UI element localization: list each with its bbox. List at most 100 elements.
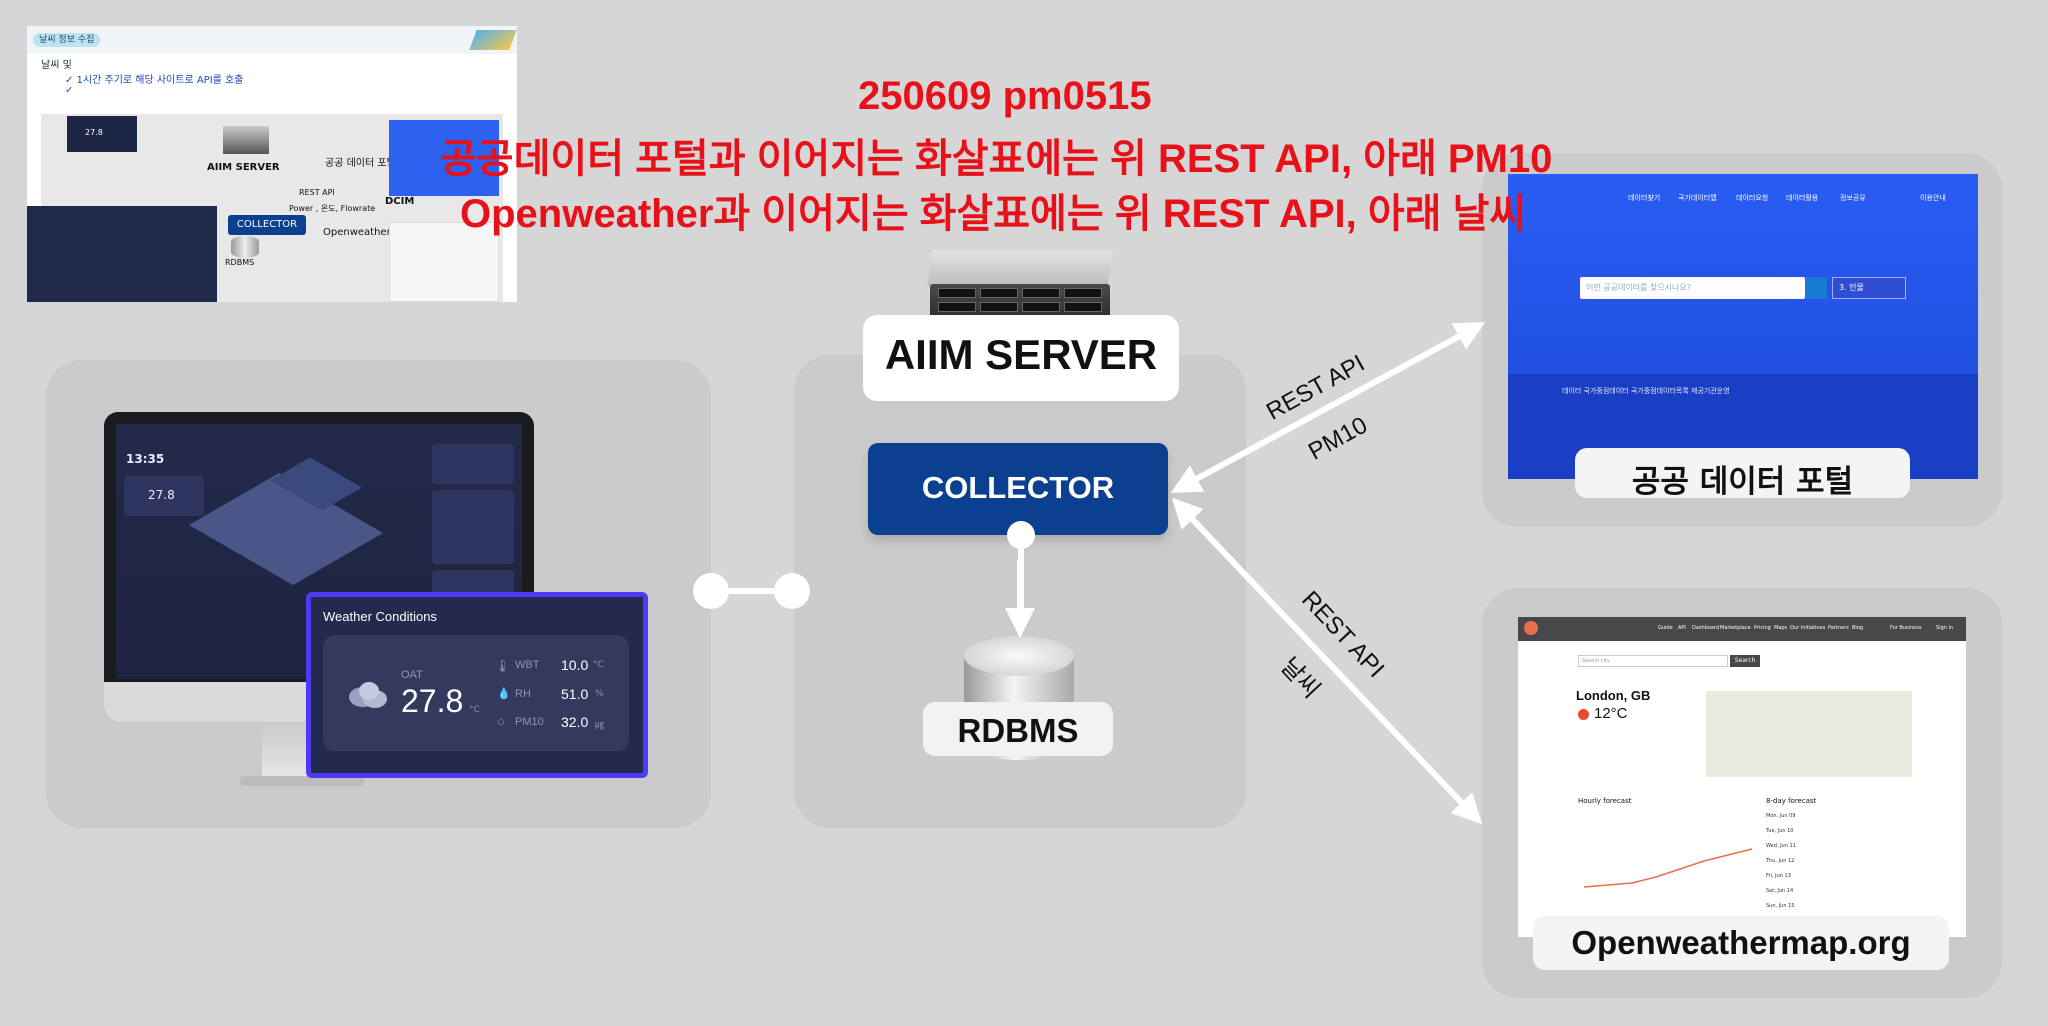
- cloud-icon: [349, 682, 387, 708]
- ow-map: [1706, 691, 1912, 777]
- openweather-label: Openweathermap.org: [1571, 924, 1911, 961]
- portal-search-input: 어떤 공공데이터를 찾으시나요?: [1580, 277, 1805, 299]
- weather-card-title: Weather Conditions: [323, 609, 437, 624]
- collector-portal-arrow: [1170, 322, 1486, 493]
- db-label-box: RDBMS: [923, 702, 1113, 756]
- pm10-unit: ㎍: [595, 720, 605, 730]
- ow-nav-item: Dashboard: [1692, 625, 1720, 631]
- connector-dot-right: [774, 573, 810, 609]
- pm10-label: PM10: [515, 716, 544, 728]
- thumbnail-dcim: DCIM: [385, 196, 415, 207]
- openweather-logo-icon: [1524, 621, 1538, 635]
- portal-screenshot: 데이터찾기 국가데이터맵 데이터요청 데이터활용 정보공유 이용안내 어떤 공공…: [1508, 174, 1978, 479]
- portal-nav-item: 데이터찾기: [1628, 194, 1661, 202]
- ow-day: Tue, Jun 10: [1766, 828, 1794, 834]
- ow-nav-item: Blog: [1852, 625, 1864, 631]
- thumbnail-rest-api: REST API: [299, 188, 335, 197]
- weather-card-body: OAT 27.8 °C 🌡 WBT 10.0 °C 💧 RH 51.0 % ⬦ …: [323, 635, 629, 751]
- pm10-value: 32.0: [561, 714, 589, 730]
- collector-openweather-arrow: [1171, 497, 1483, 825]
- db-label: RDBMS: [957, 712, 1079, 749]
- search-icon: [1805, 277, 1827, 299]
- thumbnail-weather-card: 27.8: [67, 116, 137, 152]
- ow-nav-item: API: [1678, 625, 1686, 631]
- dust-icon: ⬦: [497, 715, 505, 728]
- dashboard-time: 13:35: [126, 452, 165, 466]
- thumbnail-collector: COLLECTOR: [228, 215, 306, 235]
- thumbnail-portal-label: 공공 데이터 포털: [325, 158, 396, 169]
- connector-dot-left: [693, 573, 729, 609]
- collector-box: COLLECTOR: [868, 443, 1168, 535]
- database-icon-top: [964, 636, 1074, 676]
- collector-db-dot: [1007, 521, 1035, 549]
- sun-icon: [1578, 709, 1589, 720]
- thermometer-icon: 🌡: [495, 659, 511, 673]
- ow-nav-item: Marketplace: [1720, 625, 1751, 631]
- ow-nav-item: Sign in: [1936, 625, 1954, 631]
- portal-nav: 데이터찾기 국가데이터맵 데이터요청 데이터활용 정보공유 이용안내: [1508, 174, 1978, 204]
- portal-bottom-tabs: 데이터 국가중점데이터 국가중점데이터목록 제공기관운영: [1562, 387, 1730, 395]
- annotation-line-2: 공공데이터 포털과 이어지는 화살표에는 위 REST API, 아래 PM10: [440, 137, 1553, 181]
- thumbnail-badge: 날씨 정보 수집: [33, 33, 101, 47]
- thumbnail-temp: 27.8: [85, 128, 103, 137]
- server-label-box: AIIM SERVER: [863, 315, 1179, 401]
- portal-select: 3. 인물: [1832, 277, 1906, 299]
- thumbnail-server-label: AIIM SERVER: [207, 162, 280, 173]
- thumbnail-rdbms: RDBMS: [225, 258, 255, 267]
- portal-nav-item: 데이터요청: [1736, 194, 1769, 202]
- portal-nav-item: 데이터활용: [1786, 194, 1819, 202]
- ow-nav-item: Partners: [1828, 625, 1849, 631]
- portal-label-box: 공공 데이터 포털: [1575, 448, 1910, 500]
- wbt-value: 10.0: [561, 657, 589, 673]
- portal-search-placeholder: 어떤 공공데이터를 찾으시나요?: [1586, 283, 1692, 292]
- thumbnail-openweather: Openweather.org: [323, 227, 410, 238]
- thumbnail-openweather-shot: [389, 222, 499, 302]
- reference-thumbnail: 날씨 정보 수집 날씨 및 ✓ 1시간 주기로 해당 사이트로 API를 호출 …: [27, 26, 517, 302]
- ow-day: Thu, Jun 12: [1766, 858, 1795, 864]
- thumbnail-portal-shot: [389, 120, 499, 196]
- openweather-label-box: Openweathermap.org: [1533, 916, 1949, 970]
- openweather-search-input: Search city: [1578, 655, 1728, 667]
- dashboard-temp: 27.8: [148, 488, 175, 502]
- dashboard-stat-top: [432, 444, 514, 484]
- ow-day: Sat, Jun 14: [1766, 888, 1794, 894]
- wbt-unit: °C: [593, 660, 604, 670]
- openweather-search-button: Search: [1730, 655, 1760, 667]
- portal-nav-item: 국가데이터맵: [1678, 194, 1717, 202]
- dashboard-weather-widget: 27.8: [124, 476, 204, 516]
- server-label: AIIM SERVER: [884, 331, 1158, 378]
- ow-search-placeholder: Search city: [1582, 658, 1610, 664]
- openweather-nav: Guide API Dashboard Marketplace Pricing …: [1518, 617, 1966, 641]
- ow-nav-item: For Business: [1890, 625, 1922, 631]
- ow-nav-item: Guide: [1658, 625, 1673, 631]
- thumbnail-server-icon: [223, 126, 269, 154]
- thumbnail-dashboard: [27, 206, 217, 302]
- thumbnail-db-icon: [231, 236, 259, 258]
- ow-day: Fri, Jun 13: [1766, 873, 1791, 879]
- ow-temperature: 12°C: [1594, 705, 1628, 722]
- ow-day: Sun, Jun 15: [1766, 903, 1795, 909]
- wbt-label: WBT: [515, 659, 540, 671]
- thumbnail-check-1: ✓ 1시간 주기로 해당 사이트로 API를 호출: [65, 75, 244, 86]
- portal-nav-item: 이용안내: [1920, 194, 1946, 202]
- panel-connector-line: [711, 588, 792, 594]
- weather-temperature: 27.8: [401, 683, 464, 719]
- annotation-line-3: Openweather과 이어지는 화살표에는 위 REST API, 아래 날…: [460, 192, 1527, 236]
- rh-unit: %: [595, 689, 604, 699]
- ow-hourly-title: Hourly forecast: [1578, 797, 1632, 805]
- thumbnail-power-note: Power , 온도, Flowrate: [289, 204, 376, 213]
- collector-label: COLLECTOR: [921, 470, 1115, 505]
- weather-conditions-card: Weather Conditions OAT 27.8 °C 🌡 WBT 10.…: [306, 592, 648, 778]
- ow-nav-item: Pricing: [1754, 625, 1771, 631]
- ow-nav-item: Maps: [1774, 625, 1788, 631]
- ow-location: London, GB: [1576, 688, 1651, 703]
- humidity-icon: 💧: [497, 687, 511, 700]
- ow-nav-item: Our Initiatives: [1790, 625, 1826, 631]
- openweather-screenshot: Guide API Dashboard Marketplace Pricing …: [1518, 617, 1966, 937]
- ow-hourly-chart: [1583, 848, 1753, 888]
- ow-daily-title: 8-day forecast: [1766, 797, 1817, 805]
- thumbnail-header: 날씨 정보 수집: [27, 26, 517, 54]
- weather-temperature-unit: °C: [469, 705, 480, 715]
- rh-label: RH: [515, 688, 531, 700]
